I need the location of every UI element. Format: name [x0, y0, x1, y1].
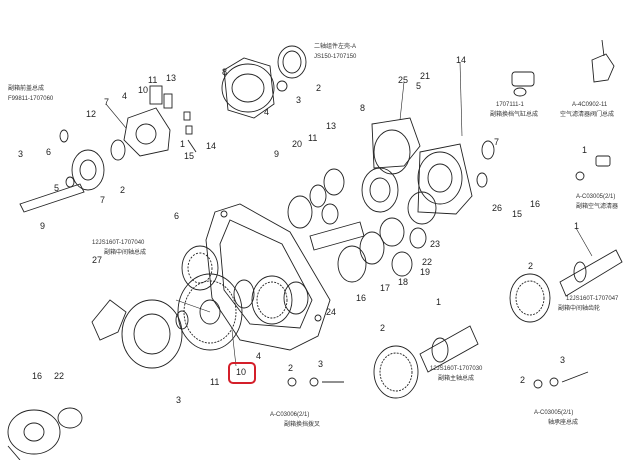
callout-6b: 6 — [174, 211, 180, 221]
right-small-parts — [511, 39, 615, 181]
callout-16b: 16 — [356, 293, 367, 303]
caption-9-line2: 轴承座总成 — [548, 420, 579, 426]
callout-10: 10 — [138, 85, 149, 95]
callout-7: 7 — [104, 97, 110, 107]
callout-1b: 1 — [436, 297, 442, 307]
callout-2c: 2 — [288, 363, 294, 373]
callout-24: 24 — [326, 307, 337, 317]
main-housing — [205, 203, 331, 351]
callout-7b: 7 — [100, 195, 106, 205]
caption-4-line1: A-C03005(2/1) — [576, 194, 616, 200]
callout-4c: 4 — [256, 351, 262, 361]
callout-21: 21 — [420, 71, 431, 81]
callout-12: 12 — [86, 109, 97, 119]
callout-11: 11 — [148, 75, 158, 85]
caption-9-line1: A-C03005(2/1) — [534, 410, 574, 416]
front-cover-part — [221, 45, 307, 119]
callout-6: 6 — [46, 147, 52, 157]
caption-2-line1: 1707111-1 — [496, 102, 524, 108]
callout-5b: 5 — [416, 81, 422, 91]
caption-6-line1: 12JS160T-1707047 — [566, 296, 619, 302]
leader-lines — [105, 61, 593, 367]
callout-17: 17 — [380, 283, 391, 293]
caption-8-line2: 副箱换挡拨叉 — [284, 422, 321, 428]
caption-2-line2: 副箱换档气缸总成 — [490, 112, 539, 118]
callout-13b: 13 — [326, 121, 337, 131]
callout-11b: 11 — [308, 133, 318, 143]
left-cylinder-assembly — [123, 85, 197, 157]
left-input-shaft — [19, 129, 126, 213]
callout-2d: 2 — [380, 323, 386, 333]
callout-2: 2 — [120, 185, 126, 195]
callout-14b: 14 — [456, 55, 467, 65]
callout-15b: 15 — [512, 209, 523, 219]
callout-3: 3 — [18, 149, 24, 159]
bolts-and-washers — [287, 371, 589, 389]
output-shaft-assembly — [373, 249, 623, 399]
callout-14: 14 — [206, 141, 217, 151]
callout-7c: 7 — [494, 137, 500, 147]
caption-0-line2: JS150-1707150 — [314, 54, 357, 60]
caption-5-line2: 副箱中间轴总成 — [104, 250, 147, 256]
callout-1c: 1 — [574, 221, 580, 231]
callout-11c: 11 — [210, 377, 220, 387]
caption-8-line1: A-C03006(2/1) — [270, 412, 310, 418]
callout-27: 27 — [92, 255, 103, 265]
callout-22b: 22 — [54, 371, 65, 381]
callout-8b: 8 — [360, 103, 366, 113]
callout-3c: 3 — [176, 395, 182, 405]
callout-15: 15 — [184, 151, 195, 161]
gear-stack — [177, 245, 309, 351]
callout-2b: 2 — [316, 83, 322, 93]
output-flange — [7, 407, 83, 460]
caption-7-line2: 副箱主轴总成 — [438, 376, 475, 382]
caption-6-line2: 副箱中间轴齿轮 — [558, 306, 601, 312]
callout-3d: 3 — [318, 359, 324, 369]
callout-26: 26 — [492, 203, 503, 213]
callout-25: 25 — [398, 75, 409, 85]
callout-13: 13 — [166, 73, 177, 83]
caption-1-line1: 副箱前盖总成 — [8, 86, 45, 92]
callout-22: 22 — [422, 257, 433, 267]
highlighted-callout-10: 10 — [236, 367, 247, 377]
highlight-box — [228, 362, 256, 384]
coupling-assembly — [91, 299, 189, 369]
callout-18: 18 — [398, 277, 409, 287]
caption-5-line1: 12JS160T-1707040 — [92, 240, 145, 246]
countershaft-group — [287, 117, 495, 283]
callout-16: 16 — [530, 199, 541, 209]
callout-5: 5 — [54, 183, 60, 193]
callout-3e: 3 — [560, 355, 566, 365]
callout-3b: 3 — [296, 95, 302, 105]
callout-9b: 9 — [274, 149, 280, 159]
callout-1: 1 — [180, 139, 186, 149]
caption-3-line1: A-4C0902-11 — [572, 102, 608, 108]
caption-1-line2: F99811-1707060 — [8, 96, 54, 102]
callout-4: 4 — [122, 91, 128, 101]
callout-1d: 1 — [582, 145, 588, 155]
callout-20: 20 — [292, 139, 303, 149]
caption-7-line1: 12JS160T-1707030 — [430, 366, 483, 372]
callout-2e: 2 — [520, 375, 526, 385]
callout-23: 23 — [430, 239, 441, 249]
caption-4-line2: 副箱空气滤清器 — [576, 204, 619, 210]
caption-0-line1: 二轴组件左壳-A — [314, 44, 357, 50]
callout-8: 8 — [222, 67, 228, 77]
callout-2f: 2 — [528, 261, 534, 271]
caption-3-line2: 空气滤清器阀门总成 — [560, 112, 615, 118]
callout-16c: 16 — [32, 371, 43, 381]
callout-19: 19 — [420, 267, 431, 277]
callout-4b: 4 — [264, 107, 270, 117]
callout-9: 9 — [40, 221, 46, 231]
